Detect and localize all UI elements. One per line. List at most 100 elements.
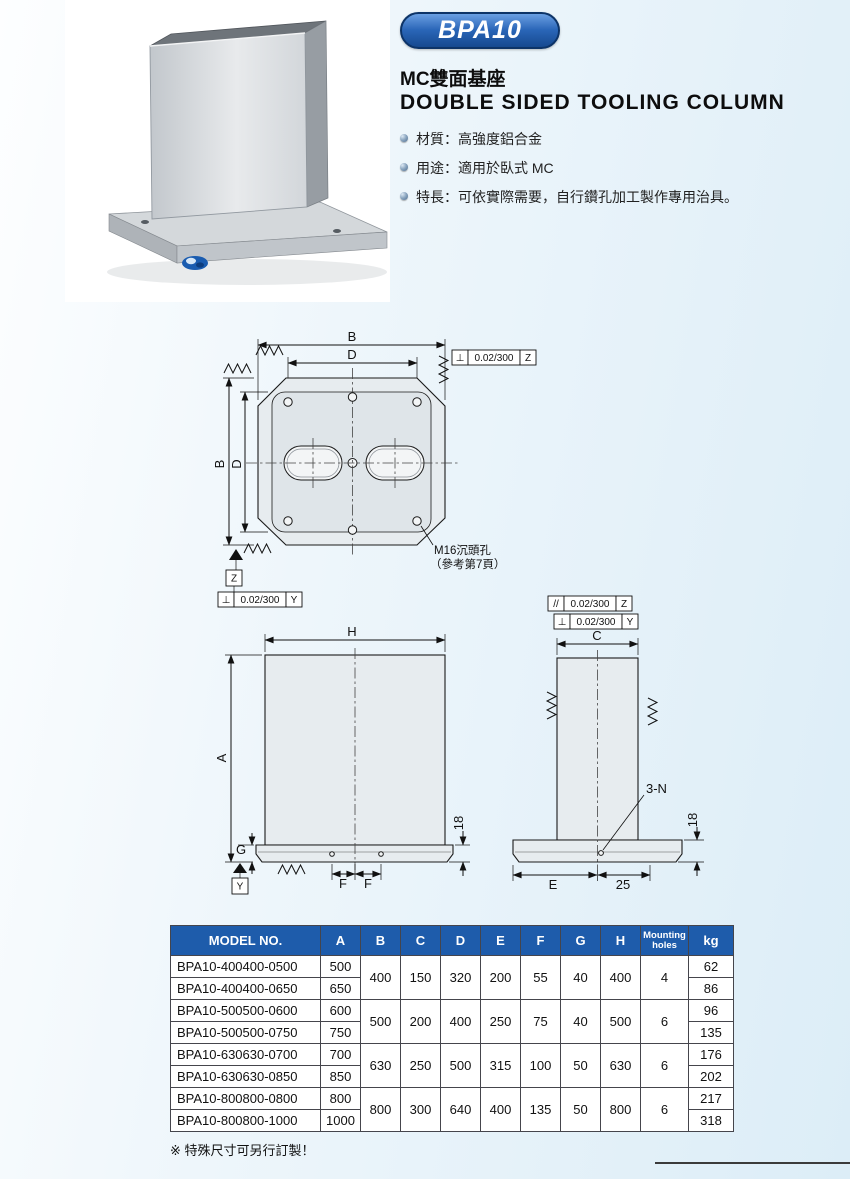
column-side-face [304,20,329,208]
table-row: BPA10-630630-0700 700 630 250 500 315 10… [170,1043,734,1088]
footer-rule [655,1162,850,1164]
model-cell: BPA10-500500-0750 [170,1021,321,1044]
value-cell: 500 [360,999,401,1044]
model-badge: BPA10 [400,12,560,49]
surface-finish-icon [546,691,557,720]
datum-y: Y [231,863,249,895]
product-photo [65,0,390,302]
value-cell: 500 [440,1043,481,1088]
table-body: BPA10-400400-0500 500 400 150 320 200 55… [170,955,734,1132]
mounting-hole [598,850,604,856]
value-cell: 55 [520,955,561,1000]
col-header-model: MODEL NO. [170,925,321,956]
dim-label-f-left: F [339,876,347,891]
model-cell: BPA10-630630-0700 [170,1043,321,1066]
value-cell: 6 [640,1043,689,1088]
model-cell: BPA10-630630-0850 [170,1065,321,1088]
dim-label-d-top: D [347,347,356,362]
dim-label-f-right: F [364,876,372,891]
surface-finish-icon [647,697,658,726]
datum-letter: Z [231,574,237,585]
col-header-a: A [320,925,361,956]
datum-z: Z [225,549,243,592]
model-cell: BPA10-400400-0650 [170,977,321,1000]
dim-label-c: C [592,628,601,643]
surface-finish-icon [255,345,284,356]
value-cell: 500 [320,955,361,978]
base-hole [329,851,335,857]
value-cell: 86 [688,977,734,1000]
feature-item: 材質：高強度鋁合金 [400,130,848,149]
dim-label-h: H [347,624,356,639]
product-header: BPA10 MC雙面基座 DOUBLE SIDED TOOLING COLUMN… [400,12,848,217]
col-header-mounting-holes: Mounting holes [640,925,689,956]
top-view: B D B D [212,330,537,608]
table-row: BPA10-400400-0650 650 86 [170,977,734,1000]
value-cell: 40 [560,955,601,1000]
value-cell: 1000 [320,1109,361,1132]
value-cell: 650 [320,977,361,1000]
col-header-b: B [360,925,401,956]
col-header-e: E [480,925,521,956]
shadow [107,259,387,285]
model-cell: BPA10-400400-0500 [170,955,321,978]
bolt-hole [412,397,422,407]
value-cell: 250 [480,999,521,1044]
fcf-value: 0.02/300 [571,599,610,610]
hole-note-line2: （參考第7頁） [430,557,505,571]
spec-table: MODEL NO. A B C D E F G H Mounting holes… [170,925,734,1132]
value-cell: 500 [600,999,641,1044]
value-cell: 150 [400,955,441,1000]
model-cell: BPA10-800800-1000 [170,1109,321,1132]
table-header: MODEL NO. A B C D E F G H Mounting holes… [170,925,734,956]
value-cell: 176 [688,1043,734,1066]
col-header-kg: kg [688,925,734,956]
fcf-value: 0.02/300 [475,353,514,364]
fcf-top: ⊥ 0.02/300 Z [451,349,537,366]
col-header-g: G [560,925,601,956]
dim-label-d-left: D [229,459,244,468]
value-cell: 320 [440,955,481,1000]
value-cell: 640 [440,1087,481,1132]
bolt-hole [283,397,293,407]
datum-letter: Y [237,882,244,893]
value-cell: 217 [688,1087,734,1110]
value-cell: 40 [560,999,601,1044]
feature-text: 材質：高強度鋁合金 [416,131,542,147]
dim-label-25: 25 [616,877,630,892]
model-cell: BPA10-500500-0600 [170,999,321,1022]
product-title-en: DOUBLE SIDED TOOLING COLUMN [400,91,785,114]
fcf-symbol: // [553,599,559,610]
fcf-bottom: ⊥ 0.02/300 Y [217,591,303,608]
value-cell: 6 [640,1087,689,1132]
feature-item: 用途：適用於臥式 MC [400,159,848,178]
front-view: H A G F F 18 [214,624,470,895]
base-hole [333,229,341,233]
dim-label-b-left: B [212,460,227,469]
value-cell: 200 [400,999,441,1044]
col-header-h: H [600,925,641,956]
fcf-datum: Z [525,353,531,364]
base-hole [141,220,149,224]
value-cell: 50 [560,1043,601,1088]
value-cell: 318 [688,1109,734,1132]
fcf-datum: Y [291,595,298,606]
value-cell: 50 [560,1087,601,1132]
datum-triangle-icon [233,863,247,873]
value-cell: 300 [400,1087,441,1132]
value-cell: 200 [480,955,521,1000]
dim-label-18-front: 18 [451,816,466,830]
value-cell: 62 [688,955,734,978]
bolt-hole [347,525,358,535]
dim-label-e: E [549,877,558,892]
edge-highlight [149,32,306,47]
side-view: // 0.02/300 Z ⊥ 0.02/300 Y C 3-N [512,595,704,892]
dim-label-18-side: 18 [685,813,700,827]
value-cell: 600 [320,999,361,1022]
fcf-value: 0.02/300 [577,617,616,628]
col-header-c: C [400,925,441,956]
dim-label-g: G [236,842,246,857]
table-row: BPA10-500500-0750 750 135 [170,1021,734,1044]
value-cell: 800 [320,1087,361,1110]
hole-note-line1: M16沉頭孔 [434,544,491,557]
